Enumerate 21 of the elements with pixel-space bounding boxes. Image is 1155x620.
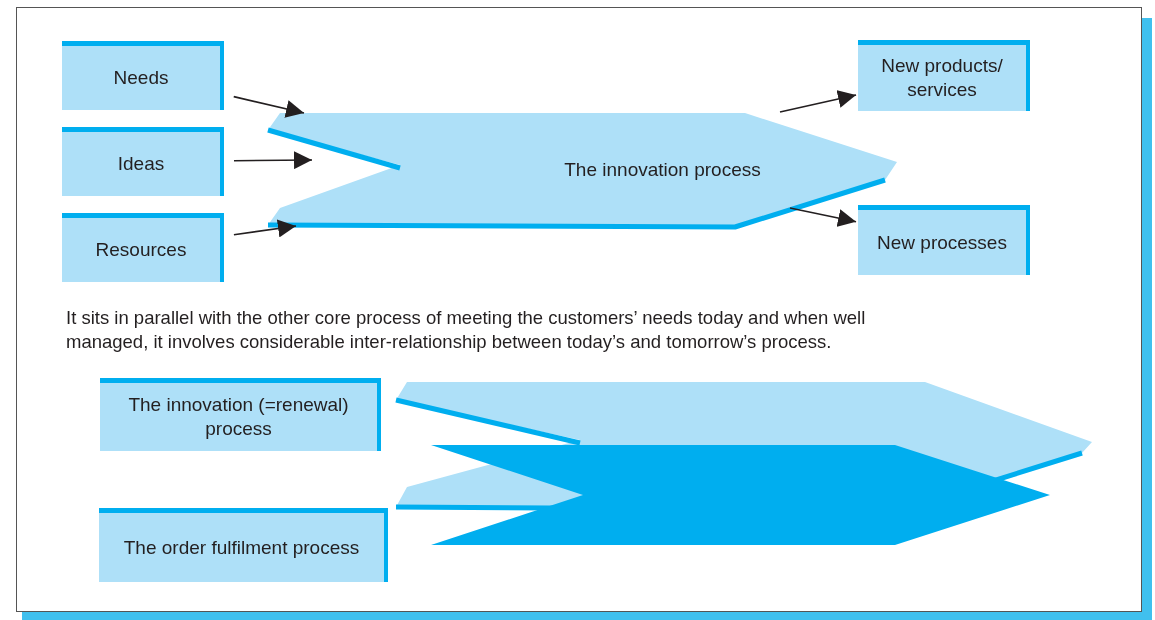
process-box	[100, 378, 381, 451]
box-label: New products/ services	[880, 54, 1004, 102]
arrow	[233, 219, 297, 238]
process-box	[62, 213, 224, 282]
box-label: The order fulfilment process	[122, 535, 361, 560]
box-label: New processes	[876, 230, 1008, 255]
arrow	[232, 95, 305, 118]
process-box	[62, 41, 224, 110]
box-label: Needs	[112, 66, 170, 90]
arrow	[779, 90, 857, 113]
explanatory-text: It sits in parallel with the other core process of meeting the customers’ needs today and when well managed, it involves considerable inter-relationship between today’s and tomorrow’s process.	[66, 306, 867, 355]
box-label: Ideas	[116, 152, 166, 176]
box-label: Resources	[94, 238, 188, 262]
box-label: The innovation process	[563, 158, 762, 182]
process-box	[858, 205, 1030, 275]
process-box	[62, 127, 224, 196]
arrow	[233, 151, 313, 170]
process-box	[99, 508, 388, 582]
process-box	[858, 40, 1030, 111]
box-label: The innovation (=renewal) process	[127, 393, 350, 441]
arrow	[789, 207, 857, 227]
